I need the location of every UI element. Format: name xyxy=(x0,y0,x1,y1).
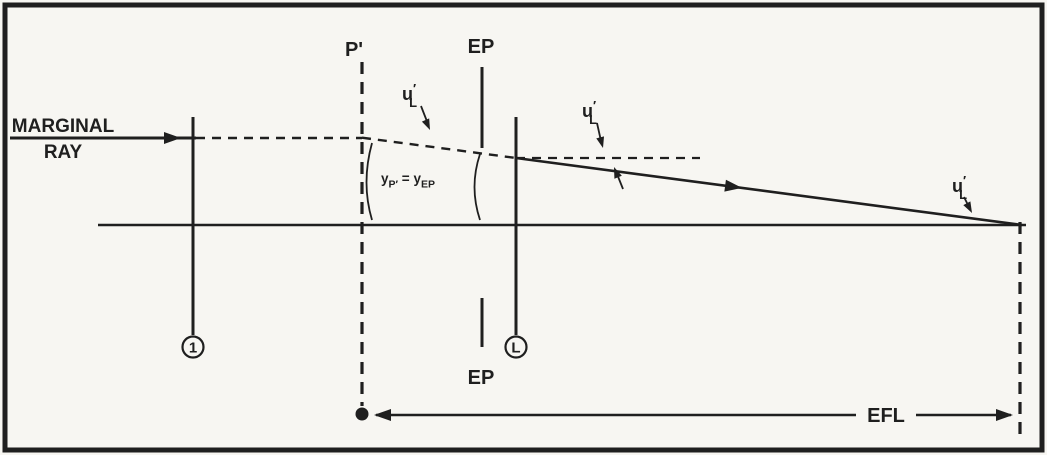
marginal-ray-label-line2: RAY xyxy=(44,142,83,163)
ep-bottom-label: EP xyxy=(468,367,495,389)
angle-arrow-3-head-icon xyxy=(963,201,972,213)
angle-label-1-prime: ′ xyxy=(413,81,416,96)
surface-1-badge xyxy=(181,335,205,359)
last-surface-badge-label: L xyxy=(511,340,520,357)
angle-label-1-base: u xyxy=(402,84,413,104)
angle-label-2: u′L xyxy=(582,98,597,127)
angle-label-3-prime: ′ xyxy=(963,173,966,188)
marginal-ray-label-line1: MARGINAL xyxy=(12,116,115,137)
ray-principal-segment-dashed-line xyxy=(361,136,517,160)
principal-plane-base-dot xyxy=(355,407,369,421)
angle-arrow-2-down-head-icon xyxy=(596,136,605,148)
marginal-ray-arrowhead-icon xyxy=(164,132,181,144)
angle-label-3-base: u xyxy=(952,176,963,196)
exit-ray-line xyxy=(515,156,1023,227)
efl-right-arrowhead-icon xyxy=(996,409,1013,421)
angle-arrow-2-up-head-icon xyxy=(614,167,622,179)
angle-label-1-sub: L xyxy=(409,95,417,110)
height-bracket-right xyxy=(473,153,481,221)
angle-label-1: u′L xyxy=(402,81,417,110)
ep-top-label: EP xyxy=(468,36,495,58)
p-prime-label: P' xyxy=(345,39,363,61)
angle-label-3: u′L xyxy=(952,173,967,202)
height-label-eq: = xyxy=(398,171,413,186)
angle-label-2-prime: ′ xyxy=(593,98,596,113)
last-surface-badge xyxy=(504,335,528,359)
angle-label-2-base: u xyxy=(582,101,593,121)
angle-label-3-sub: L xyxy=(959,187,967,202)
height-label-sub2: EP xyxy=(421,179,435,191)
height-bracket-left xyxy=(365,142,373,221)
surface-1-badge-label: 1 xyxy=(189,340,197,357)
efl-label: EFL xyxy=(867,405,905,427)
height-equality-label: yP′ = yEP xyxy=(381,171,435,191)
efl-left-arrowhead-icon xyxy=(374,409,391,421)
height-label-y1: y xyxy=(381,171,389,186)
exit-ray-arrowhead-icon xyxy=(724,179,742,192)
height-label-y2: y xyxy=(413,171,421,186)
angle-label-2-sub: L xyxy=(589,112,597,127)
height-label-sub1: P′ xyxy=(389,179,399,191)
angle-arrow-1-head-icon xyxy=(421,118,430,130)
